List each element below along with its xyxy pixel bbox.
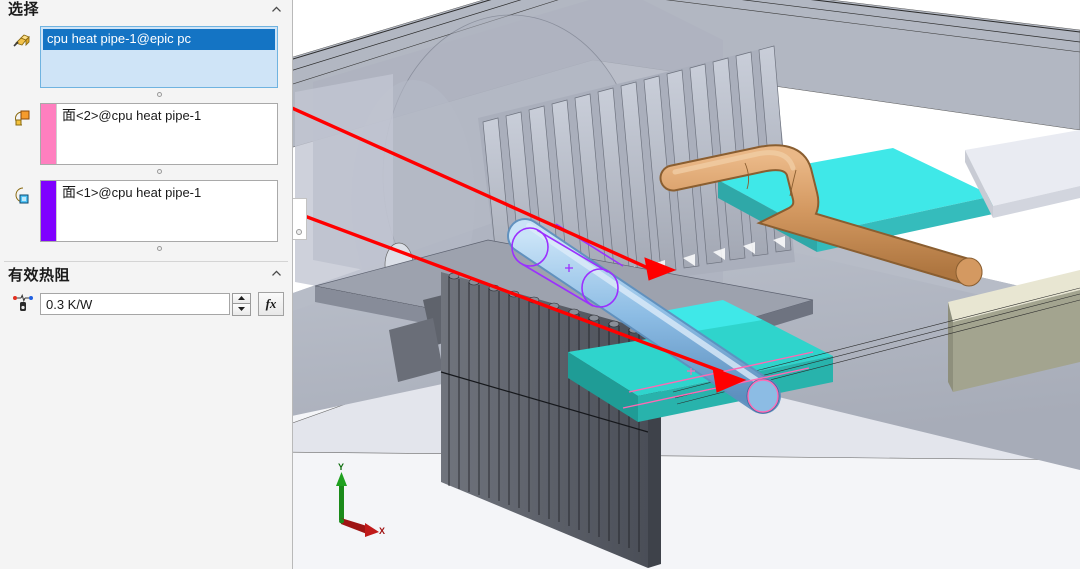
face-listbox-wrap-2: 面<1>@cpu heat pipe-1 (40, 180, 278, 255)
component-selection-row: cpu heat pipe-1@epic pc (0, 24, 292, 101)
triad-x-label: X (379, 526, 385, 536)
component-listbox[interactable]: cpu heat pipe-1@epic pc (40, 26, 278, 88)
triangle-down-icon[interactable] (232, 304, 251, 316)
ram-module-block (948, 270, 1080, 392)
selected-heat-pipe (507, 218, 814, 414)
resistance-input-value: 0.3 K/W (46, 296, 93, 312)
resistance-section-header[interactable]: 有效热阻 (0, 262, 292, 288)
component-select-icon (6, 26, 40, 54)
face-listbox-1[interactable]: 面<2>@cpu heat pipe-1 (40, 103, 278, 165)
selection-section-title: 选择 (8, 0, 40, 18)
pcb-board-right (965, 130, 1080, 218)
panel-edge-tab[interactable] (293, 198, 307, 240)
property-manager-panel: 选择 cpu heat pipe-1@epic pc (0, 0, 293, 569)
thermal-resistance-icon (6, 293, 40, 315)
face-label-cjk-2: 面 (62, 185, 76, 201)
leader-arrows (293, 106, 747, 393)
resistance-value-row: 0.3 K/W fx (0, 288, 292, 322)
grip-dot-icon (156, 169, 162, 175)
grip-dot-icon (156, 246, 162, 252)
face-color-swatch-1 (41, 104, 56, 164)
face-select-orange-icon (6, 103, 40, 131)
face-listbox-2[interactable]: 面<1>@cpu heat pipe-1 (40, 180, 278, 242)
coordinate-triad: Y X (336, 462, 385, 537)
triad-y-label: Y (338, 462, 344, 472)
component-list-item[interactable]: cpu heat pipe-1@epic pc (43, 29, 275, 50)
model-3d-scene: Y X (293, 0, 1080, 569)
face-listbox-wrap-1: 面<2>@cpu heat pipe-1 (40, 103, 278, 178)
chevron-up-icon[interactable] (271, 4, 282, 15)
face-label-rest-2: <1>@cpu heat pipe-1 (76, 185, 202, 200)
triangle-up-icon[interactable] (232, 292, 251, 304)
resistance-section-title: 有效热阻 (8, 266, 71, 284)
face-list-item-1[interactable]: 面<2>@cpu heat pipe-1 (62, 108, 272, 124)
face-select-blue-icon (6, 180, 40, 208)
face-label-rest-1: <2>@cpu heat pipe-1 (76, 108, 202, 123)
equation-button-label: fx (265, 296, 277, 311)
equation-button[interactable]: fx (258, 292, 284, 316)
resistance-spinner[interactable] (232, 292, 251, 316)
grip-dot-icon (156, 92, 162, 98)
secondary-pin-fin-heatsink (440, 272, 661, 568)
selection-section-header[interactable]: 选择 (0, 0, 292, 22)
panel-edge-tab-dot-icon (296, 229, 302, 235)
component-listbox-wrap: cpu heat pipe-1@epic pc (40, 26, 278, 101)
component-listbox-resize-grip[interactable] (40, 88, 278, 101)
graphics-viewport[interactable]: Y X (293, 0, 1080, 569)
copper-heat-pipe (659, 144, 983, 287)
face-listbox-resize-grip-2[interactable] (40, 242, 278, 255)
face-selection-row-2: 面<1>@cpu heat pipe-1 (0, 178, 292, 255)
section-divider (4, 261, 288, 262)
face-color-swatch-2 (41, 181, 56, 241)
resistance-input[interactable]: 0.3 K/W (40, 293, 230, 315)
face-label-cjk-1: 面 (62, 108, 76, 124)
face-list-item-2[interactable]: 面<1>@cpu heat pipe-1 (62, 185, 272, 201)
chevron-up-icon[interactable] (271, 268, 282, 279)
face-listbox-body-2[interactable]: 面<1>@cpu heat pipe-1 (56, 181, 277, 241)
face-listbox-resize-grip-1[interactable] (40, 165, 278, 178)
face-selection-row-1: 面<2>@cpu heat pipe-1 (0, 101, 292, 178)
face-listbox-body-1[interactable]: 面<2>@cpu heat pipe-1 (56, 104, 277, 164)
